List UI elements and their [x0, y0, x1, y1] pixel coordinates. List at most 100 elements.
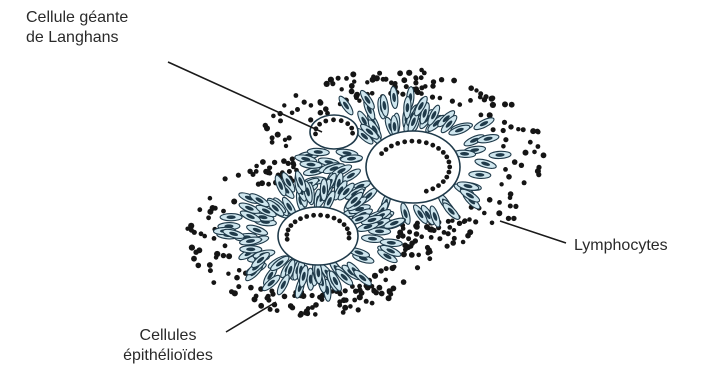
lymphocyte-dot [519, 163, 524, 168]
lymphocyte-dot [413, 75, 418, 80]
lymphocyte-dot [254, 294, 259, 299]
lymphocyte-dot [407, 230, 412, 235]
lymphocyte-dot [474, 88, 478, 92]
lymphocyte-dot [468, 85, 474, 91]
lymphocyte-dot [263, 123, 268, 128]
lymphocyte-dot [401, 77, 407, 83]
lymphocyte-dot [199, 231, 204, 236]
lymphocyte-dot [383, 278, 388, 283]
lymphocyte-dot [377, 71, 382, 76]
giant-cell-nucleus [384, 147, 389, 152]
lymphocyte-dot [502, 101, 508, 107]
lymphocyte-dot [259, 180, 265, 186]
lymphocyte-dot [305, 311, 310, 316]
giant-cell-nucleus [317, 122, 322, 127]
lymphocyte-dot [214, 255, 219, 260]
lymphocyte-dot [414, 231, 420, 237]
lymphocyte-dot [468, 98, 473, 103]
lymphocyte-dot [372, 273, 378, 279]
lymphocyte-dot [357, 288, 362, 293]
giant-cell-nucleus [342, 222, 347, 227]
lymphocyte-dot [212, 236, 217, 241]
lymphocyte-dot [349, 83, 355, 89]
giant-cell-nucleus [325, 214, 330, 219]
lymphocyte-dot [458, 102, 463, 107]
lymphocyte-dot [266, 294, 271, 299]
epithelioid-cell [469, 171, 491, 179]
lymphocyte-dot [508, 195, 513, 200]
lymphocyte-dot [406, 70, 412, 76]
leader-line-giant-cell [168, 62, 322, 132]
giant-cell-nucleus [417, 139, 422, 144]
lymphocyte-dot [509, 102, 515, 108]
lymphocyte-dot [513, 204, 518, 209]
giant-cell-nucleus [402, 139, 407, 144]
lymphocyte-dot [207, 262, 213, 268]
lymphocyte-dot [284, 144, 288, 148]
lymphocyte-dot [357, 294, 363, 300]
giant-cell-nucleus [347, 236, 352, 241]
giant-cell-nucleus [311, 213, 316, 218]
lymphocyte-dot [536, 130, 541, 135]
lymphocyte-dot [237, 268, 242, 273]
lymphocyte-dot [465, 233, 471, 239]
epithelioid-cell [441, 201, 462, 222]
lymphocyte-dot [341, 310, 346, 315]
lymphocyte-dot [341, 297, 347, 303]
lymphocyte-dot [302, 100, 307, 105]
lymphocyte-dot [290, 111, 295, 116]
giant-cell-nucleus [444, 175, 449, 180]
lymphocyte-dot [270, 135, 275, 140]
giant-cell-nucleus [430, 143, 435, 148]
lymphocyte-dot [370, 91, 375, 96]
lymphocyte-dot [287, 169, 292, 174]
giant-cell-nucleus [332, 216, 337, 221]
lymphocyte-dot [452, 228, 456, 232]
lymphocyte-dot [536, 144, 541, 149]
lymphocyte-dot [462, 218, 467, 223]
giant-cell-nucleus [304, 214, 309, 219]
lymphocyte-dot [506, 174, 512, 180]
label-epithelioid-line-2: épithélioïdes [106, 346, 230, 366]
lymphocyte-dot [282, 294, 288, 300]
lymphocyte-dot [446, 219, 451, 224]
lymphocyte-dot [221, 209, 226, 214]
lymphocyte-dot [530, 128, 536, 134]
lymphocyte-dot [236, 284, 241, 289]
langhans-giant-cell [310, 115, 358, 149]
epithelioid-cell [240, 245, 262, 253]
lymphocyte-dot [541, 152, 547, 158]
lymphocyte-dot [496, 210, 502, 216]
lymphocyte-dot [424, 224, 430, 230]
lymphocyte-dot [401, 226, 406, 231]
giant-cell-nucleus [436, 146, 441, 151]
lymphocyte-dot [523, 150, 529, 156]
lymphocyte-dot [528, 140, 533, 145]
lymphocyte-dot [451, 78, 457, 84]
lymphocyte-dot [482, 97, 487, 102]
lymphocyte-dot [236, 173, 241, 178]
lymphocyte-dot [401, 279, 407, 285]
lymphocyte-dot [348, 304, 353, 309]
lymphocyte-dot [452, 236, 457, 241]
lymphocyte-dot [409, 241, 415, 247]
lymphocyte-dot [338, 291, 343, 296]
lymphocyte-dot [419, 85, 424, 90]
lymphocyte-dot [211, 280, 216, 285]
label-epithelioid-line-1: Cellules [106, 326, 230, 346]
lymphocyte-dot [501, 144, 506, 149]
giant-cell-nucleus [424, 189, 429, 194]
lymphocyte-dot [467, 217, 472, 222]
lymphocyte-dot [272, 160, 277, 165]
giant-cell-nucleus [293, 219, 298, 224]
epithelioid-cell-layer [213, 86, 511, 301]
lymphocyte-dot [258, 303, 264, 309]
lymphocyte-dot [266, 182, 271, 187]
lymphocyte-dot [416, 253, 421, 258]
lymphocyte-dot [430, 83, 435, 88]
giant-cell-nucleus [286, 228, 291, 233]
lymphocyte-dot [503, 137, 508, 142]
giant-cell-nucleus [349, 126, 354, 131]
giant-cell-nucleus [395, 141, 400, 146]
